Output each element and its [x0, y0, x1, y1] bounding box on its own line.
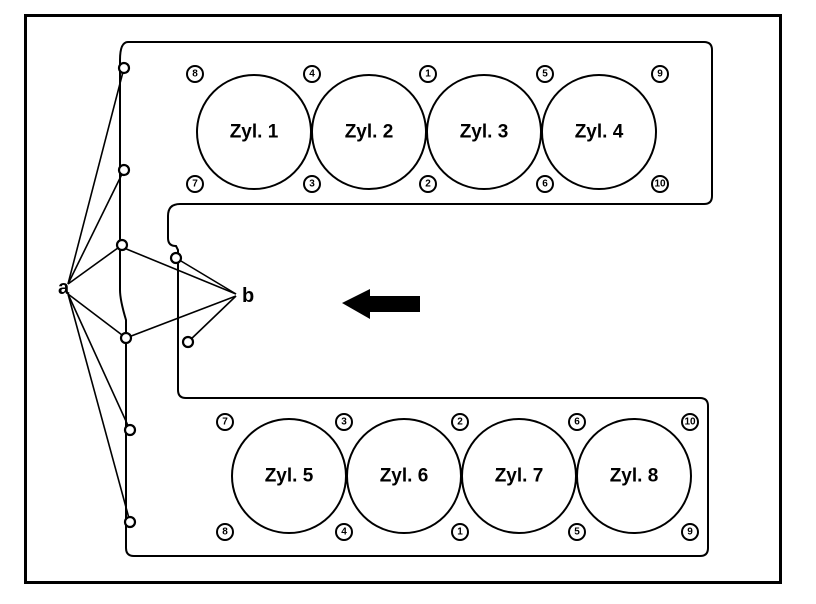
bolt-sequence-number: 1: [457, 527, 463, 538]
bolt-marker: [419, 65, 437, 83]
callout-b-label: b: [242, 285, 254, 307]
bolt-marker: [651, 175, 669, 193]
cylinder-label: Zyl. 1: [230, 122, 279, 143]
cylinder-label: Zyl. 4: [575, 122, 624, 143]
bolt-sequence-number: 3: [309, 179, 315, 190]
cylinder-bore: [541, 74, 657, 190]
bolt-marker: [186, 65, 204, 83]
bolt-marker: [419, 175, 437, 193]
bolt-marker: [536, 175, 554, 193]
bolt-marker: [451, 413, 469, 431]
bolt-sequence-number: 10: [654, 179, 666, 190]
bolt-sequence-number: 6: [542, 179, 548, 190]
cylinder-bore: [576, 418, 692, 534]
bolt-marker: [681, 413, 699, 431]
top-cylinder-bank: Zyl. 1 Zyl. 2 Zyl. 3 Zyl. 4: [196, 74, 657, 190]
direction-arrow: [342, 289, 420, 319]
bolt-sequence-number: 8: [222, 527, 228, 538]
bolt-marker: [568, 523, 586, 541]
bolt-marker: [216, 523, 234, 541]
bolt-sequence-number: 1: [425, 69, 431, 80]
callout-a-label: a: [58, 277, 70, 299]
gasket-holes: [115, 61, 195, 529]
bolt-sequence-number: 5: [542, 69, 548, 80]
bolt-sequence-number: 3: [341, 417, 347, 428]
bolt-marker: [451, 523, 469, 541]
bolt-marker: [335, 413, 353, 431]
bolt-sequence-number: 4: [309, 69, 315, 80]
bolt-sequence-number: 9: [657, 69, 663, 80]
bolt-sequence-number: 7: [222, 417, 228, 428]
bolt-marker: [216, 413, 234, 431]
cylinder-label: Zyl. 2: [345, 122, 394, 143]
bolt-marker: [568, 413, 586, 431]
callout-leaders: [67, 67, 237, 523]
bolt-marker: [186, 175, 204, 193]
bolt-sequence-number: 8: [192, 69, 198, 80]
cylinder-label: Zyl. 5: [265, 466, 314, 487]
bolt-marker: [681, 523, 699, 541]
bolt-marker: [536, 65, 554, 83]
gasket-outline: [119, 41, 713, 557]
bolt-sequence-number: 5: [574, 527, 580, 538]
bolt-sequence-markers: 8 4 1 5 9 7 3 2 6 10 7 3 2 6 10 8 4 1 5 9: [186, 65, 699, 541]
bolt-sequence-number: 2: [425, 179, 431, 190]
bolt-sequence-number: 10: [684, 417, 696, 428]
cylinder-label: Zyl. 3: [460, 122, 509, 143]
bolt-sequence-number: 7: [192, 179, 198, 190]
bolt-sequence-number: 2: [457, 417, 463, 428]
bolt-sequence-number: 4: [341, 527, 347, 538]
bolt-marker: [335, 523, 353, 541]
bolt-marker: [303, 175, 321, 193]
bolt-marker: [651, 65, 669, 83]
bolt-sequence-number: 6: [574, 417, 580, 428]
cylinder-label: Zyl. 6: [380, 466, 429, 487]
bolt-marker: [303, 65, 321, 83]
bottom-cylinder-bank: Zyl. 5 Zyl. 6 Zyl. 7 Zyl. 8: [231, 418, 692, 534]
cylinder-label: Zyl. 8: [610, 466, 659, 487]
bolt-sequence-number: 9: [687, 527, 693, 538]
cylinder-label: Zyl. 7: [495, 466, 544, 487]
